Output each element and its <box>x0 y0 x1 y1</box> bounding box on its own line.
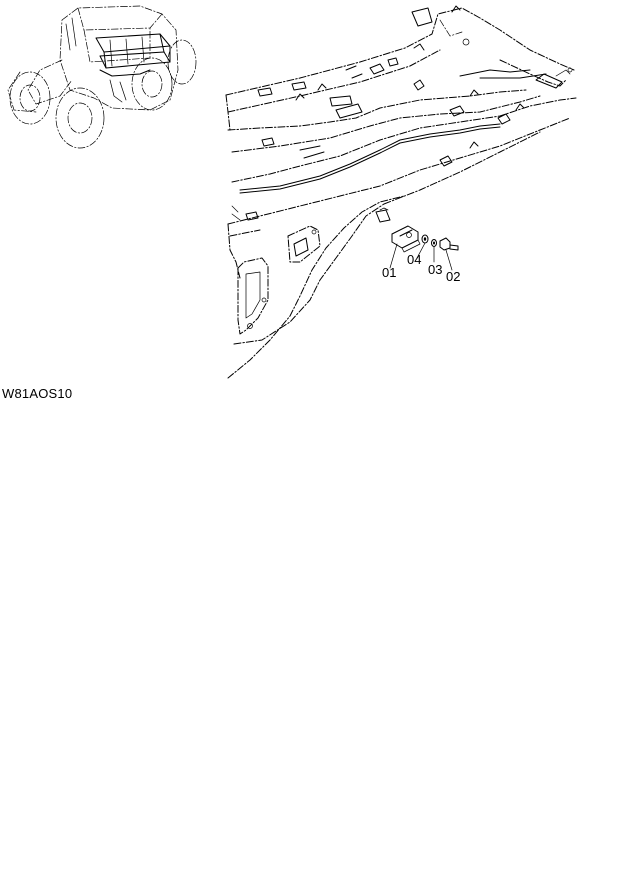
callout-03: 03 <box>428 262 443 277</box>
wheel-loader-overview-icon <box>7 5 197 149</box>
callout-01: 01 <box>382 265 397 280</box>
part-03-spring-washer <box>431 239 437 247</box>
part-01-bracket <box>391 225 421 253</box>
part-02-bolt <box>439 237 459 251</box>
frame-assembly-drawing <box>225 5 577 379</box>
callout-02: 02 <box>446 269 461 284</box>
drawing-code: W81AOS10 <box>2 386 73 401</box>
callout-04: 04 <box>407 252 422 267</box>
part-04-washer <box>421 234 429 244</box>
